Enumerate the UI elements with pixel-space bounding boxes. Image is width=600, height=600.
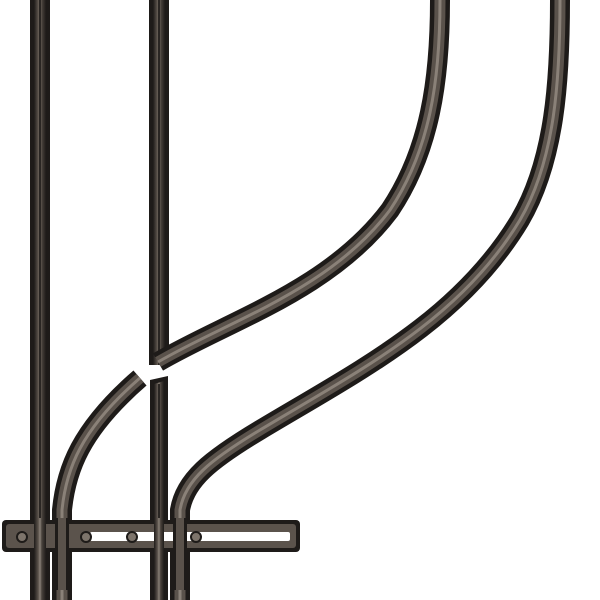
straight-rail-left (30, 0, 50, 600)
tie-bolt-icon (80, 531, 92, 543)
tie-bolt-icon (126, 531, 138, 543)
switch-rail-left-curve (52, 370, 147, 600)
straight-rail-middle-upper (149, 0, 169, 365)
curved-rail-outer (170, 0, 570, 600)
tie-bolt-icon (16, 531, 28, 543)
curved-rail-inner (152, 0, 450, 371)
tie-bolt-icon (190, 531, 202, 543)
switch-tie-plate (2, 520, 300, 552)
rails-over-tie (34, 518, 187, 600)
